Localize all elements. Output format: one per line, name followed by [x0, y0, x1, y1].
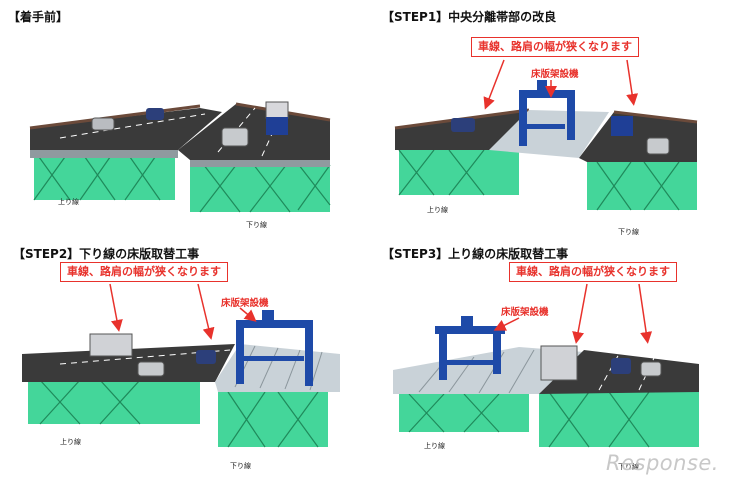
car [222, 128, 248, 146]
down-line-label: 下り線 [230, 461, 251, 471]
down-line-girders [539, 392, 699, 447]
response-watermark: Response. [606, 451, 719, 475]
panel-step3: 【STEP3】上り線の床版取替工事 車線、路肩の幅が狭くなります 床版架設機 [369, 242, 737, 483]
down-line-label: 下り線 [246, 220, 267, 230]
truck [541, 346, 577, 380]
panel-step1: 【STEP1】中央分離帯部の改良 車線、路肩の幅が狭くなります 床版架設機 [369, 0, 737, 241]
up-line-label: 上り線 [60, 437, 81, 447]
truck [266, 102, 288, 118]
down-line-girders [218, 392, 328, 447]
up-line-label: 上り線 [58, 197, 79, 207]
panel-before-work: 【着手前】 [0, 0, 368, 241]
up-line-girders [399, 394, 529, 432]
car [196, 350, 216, 364]
new-slab-panels [215, 344, 340, 392]
bridge-scene [0, 0, 368, 241]
up-line-label: 上り線 [424, 441, 445, 451]
car [146, 108, 164, 120]
car [647, 138, 669, 154]
up-line-girders [28, 380, 200, 424]
up-line-girders [399, 150, 519, 195]
truck [266, 117, 288, 135]
panel-step2: 【STEP2】下り線の床版取替工事 車線、路肩の幅が狭くなります 床版架設機 [0, 242, 368, 483]
truck [90, 334, 132, 356]
car [138, 362, 164, 376]
down-line-girders [190, 160, 330, 212]
car [92, 118, 114, 130]
bridge-scene [0, 242, 368, 483]
car [611, 358, 631, 374]
up-line-label: 上り線 [427, 205, 448, 215]
bridge-scene [369, 0, 737, 241]
down-line-label: 下り線 [618, 227, 639, 237]
down-line-girders [587, 162, 697, 210]
car [641, 362, 661, 376]
car [451, 118, 475, 132]
truck [611, 116, 633, 136]
